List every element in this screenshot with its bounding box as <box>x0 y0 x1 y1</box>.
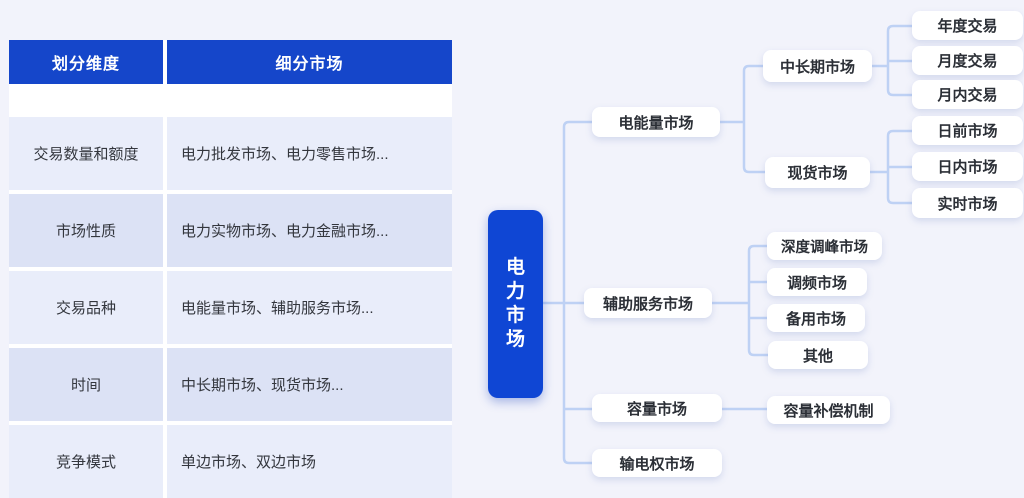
node-intraday-market: 日内市场 <box>912 152 1023 181</box>
dimension-cell: 交易数量和额度 <box>9 117 163 190</box>
root-label: 电力市场 <box>505 257 525 350</box>
header-dimension: 划分维度 <box>9 40 163 84</box>
header-segment: 细分市场 <box>167 40 452 84</box>
node-deep-peak-regulation-market: 深度调峰市场 <box>767 232 882 260</box>
node-mid-long-term-market: 中长期市场 <box>763 50 872 82</box>
node-transmission-rights-market: 输电权市场 <box>592 449 722 477</box>
node-real-time-market: 实时市场 <box>912 188 1023 218</box>
node-power-market-root: 电力市场 <box>488 210 543 398</box>
classification-table: 划分维度 细分市场 交易数量和额度 电力批发市场、电力零售市场... 市场性质 … <box>9 40 452 498</box>
dimension-cell: 时间 <box>9 348 163 421</box>
node-spot-market: 现货市场 <box>765 157 870 188</box>
node-annual-trading: 年度交易 <box>912 11 1023 40</box>
node-ancillary-services-market: 辅助服务市场 <box>584 288 712 318</box>
power-market-infographic: 划分维度 细分市场 交易数量和额度 电力批发市场、电力零售市场... 市场性质 … <box>9 11 1023 498</box>
node-intra-month-trading: 月内交易 <box>912 80 1023 109</box>
markets-cell: 电力批发市场、电力零售市场... <box>167 117 452 190</box>
mindmap-connectors <box>543 24 912 465</box>
dimension-cell: 市场性质 <box>9 194 163 267</box>
node-other-market: 其他 <box>768 341 868 369</box>
node-monthly-trading: 月度交易 <box>912 46 1023 75</box>
markets-cell: 电能量市场、辅助服务市场... <box>167 271 452 344</box>
node-day-ahead-market: 日前市场 <box>912 116 1023 145</box>
dimension-cell: 交易品种 <box>9 271 163 344</box>
node-frequency-regulation-market: 调频市场 <box>767 268 867 296</box>
markets-cell: 电力实物市场、电力金融市场... <box>167 194 452 267</box>
node-capacity-market: 容量市场 <box>592 394 722 422</box>
node-reserve-market: 备用市场 <box>767 304 865 332</box>
markets-cell: 中长期市场、现货市场... <box>167 348 452 421</box>
node-electric-energy-market: 电能量市场 <box>592 107 720 137</box>
node-capacity-compensation-mechanism: 容量补偿机制 <box>767 396 890 424</box>
